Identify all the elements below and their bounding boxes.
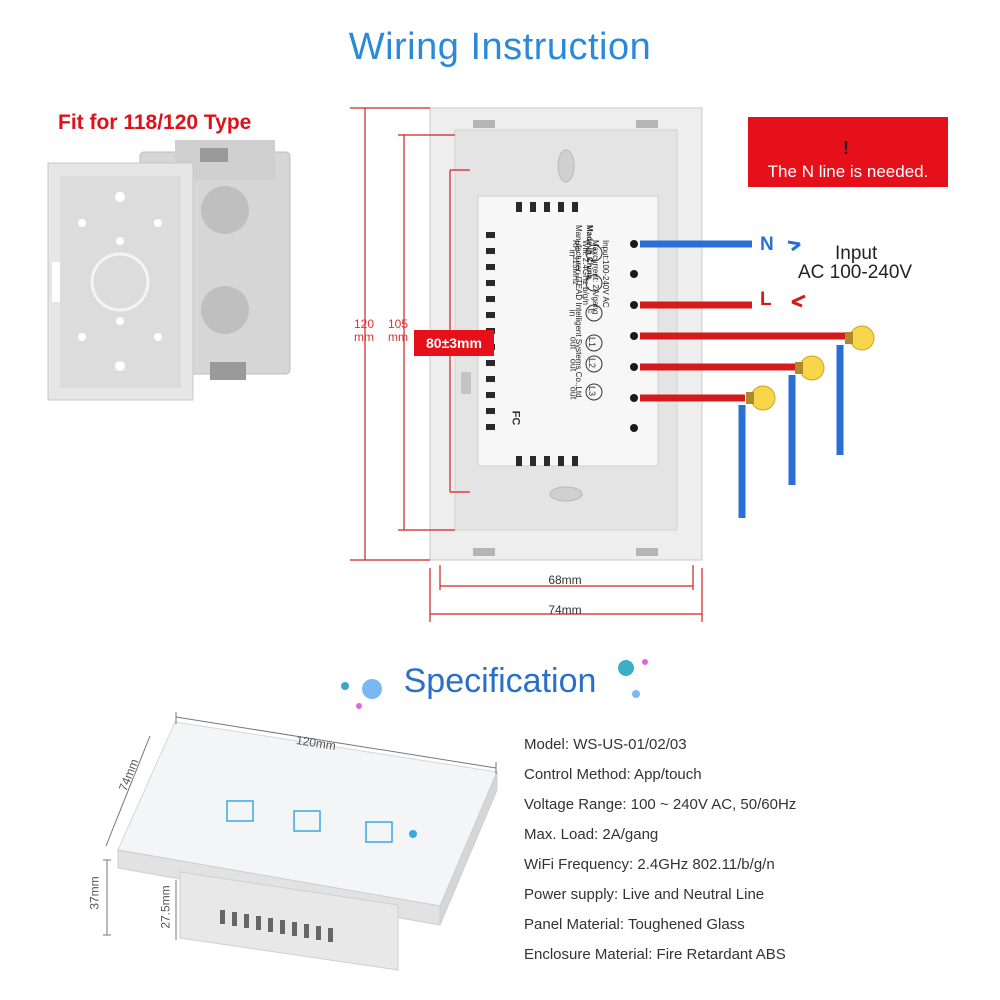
wires [640,240,845,518]
spec-list: Model: WS-US-01/02/03 Control Method: Ap… [524,735,796,975]
dim-body-depth: 27.5mm [158,885,173,929]
input-label: Input [835,243,878,264]
spec-item: Control Method: App/touch [524,766,702,783]
junction-box-label: Fit for 118/120 Type [58,111,252,134]
warning-text: The N line is needed. [767,162,929,181]
terminal-dir: out [568,336,579,350]
live-label: L [760,289,772,310]
spec-item: Model: WS-US-01/02/03 [524,736,687,753]
spec-item: WiFi Frequency: 2.4GHz 802.11/b/g/n [524,856,775,873]
terminal-dir: out [568,358,579,372]
touch-button-icon [226,800,393,843]
fc-mark: FC [509,410,522,426]
dim-total-depth: 37mm [87,876,102,910]
terminal-mark: L1 [587,336,598,348]
product-dimension-lines [103,712,497,940]
module-input: Input:100-240V AC [601,240,610,308]
spec-item: Voltage Range: 100 ~ 240V AC, 50/60Hz [524,796,797,813]
switch-panel-image [117,721,498,971]
dim-height-105: 105 mm [387,317,409,344]
neutral-label: N [760,234,774,255]
terminal-dir: in [567,309,578,317]
terminal-dir: in [567,249,578,257]
terminal-dir: out [568,386,579,400]
terminal-mark: N [587,247,598,255]
dim-width-68: 68mm [548,573,582,587]
page-title: Wiring Instruction [348,26,652,68]
spec-item: Power supply: Live and Neutral Line [524,886,765,903]
spec-item: Max. Load: 2A/gang [524,826,659,843]
spec-item: Panel Material: Toughened Glass [524,916,745,933]
dim-depth-tag: 80±3mm [414,330,494,356]
bulb-icon [746,325,875,411]
dim-width-74: 74mm [548,603,582,617]
dim-height-120: 120 mm [353,317,375,344]
spec-title: Specification [403,662,597,700]
terminal-mark: L3 [587,385,598,397]
arrow-icon [791,294,806,308]
arrow-icon [787,240,801,252]
terminal-mark: L2 [587,357,598,369]
warning-exclamation: ! [843,138,849,158]
terminal-mark: L [586,308,597,314]
decorative-dots [341,659,648,709]
junction-box-image [47,140,291,401]
input-voltage-label: AC 100-240V [798,262,913,283]
warning-banner: The N line is needed. [748,117,948,187]
spec-item: Enclosure Material: Fire Retardant ABS [524,946,786,963]
